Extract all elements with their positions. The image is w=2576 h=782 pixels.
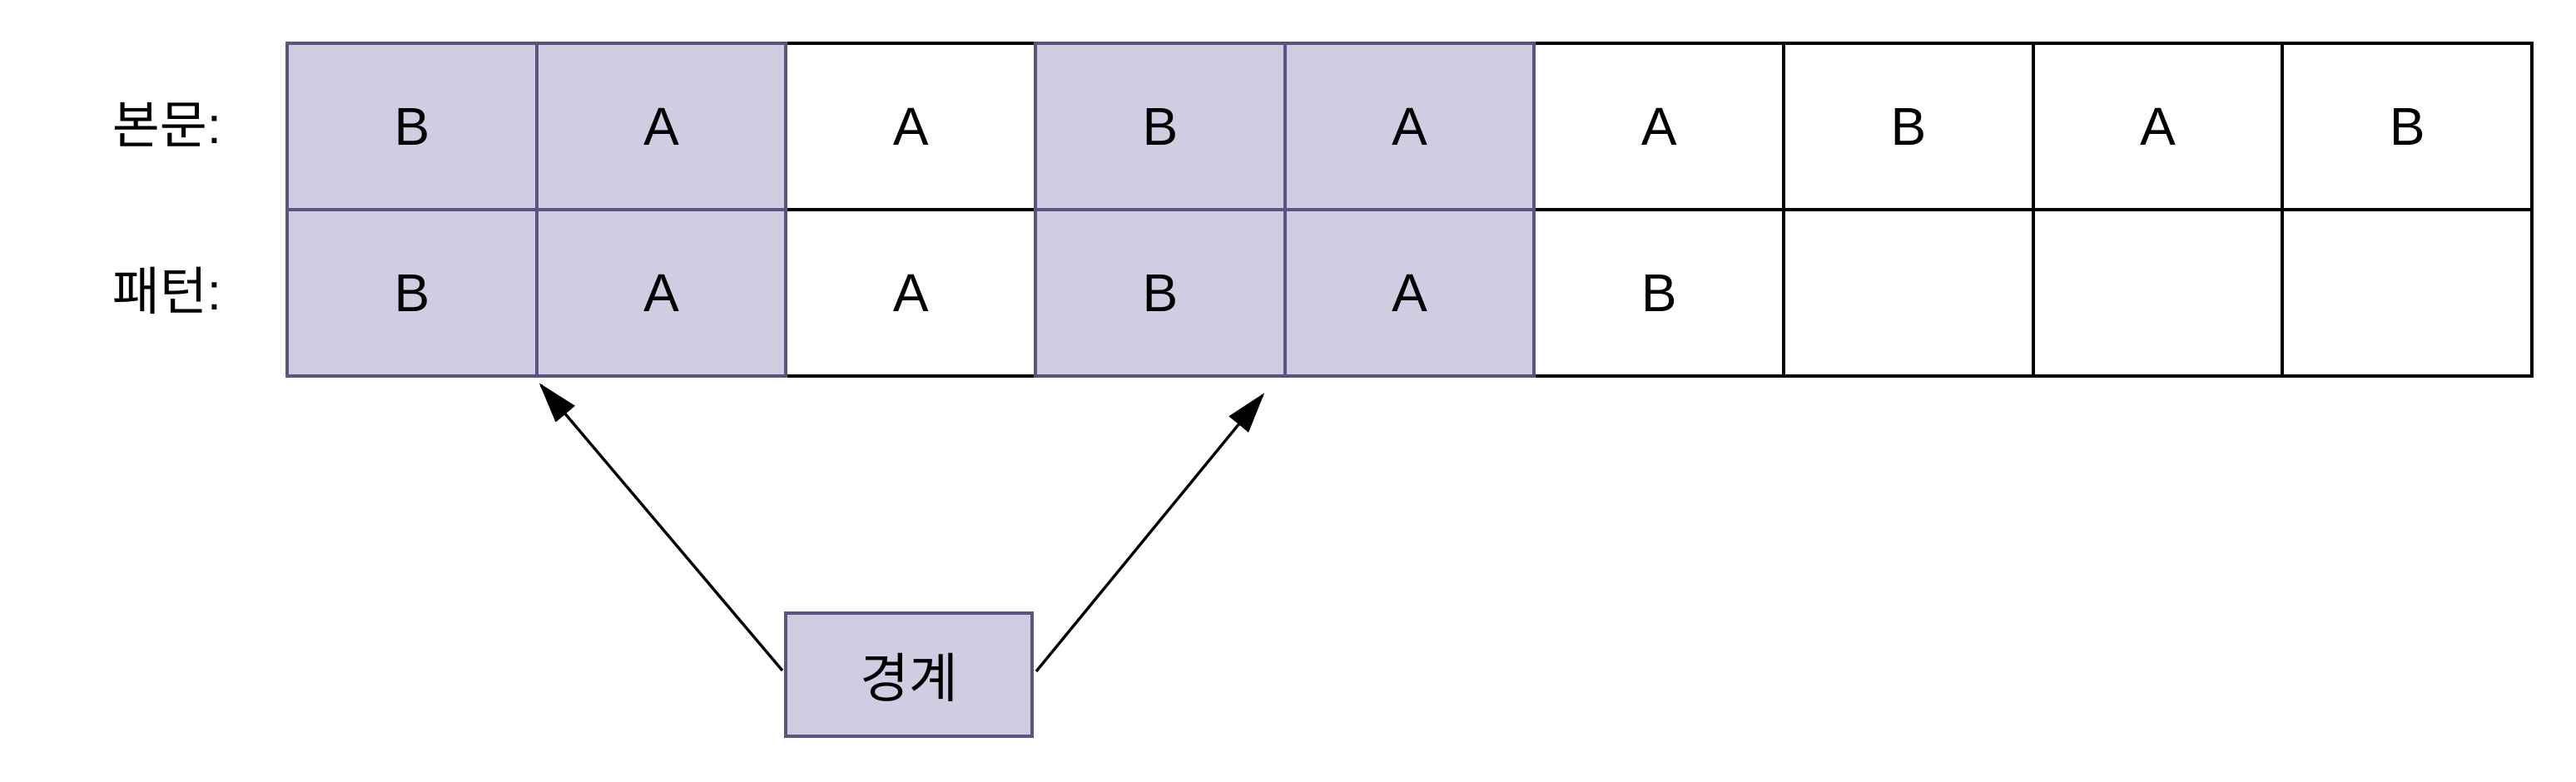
text-cell-8: B [2281,42,2534,211]
text-cell-2: A [784,42,1037,211]
pattern-cell-5: B [1532,208,1785,378]
text-cell-3: B [1034,42,1287,211]
pattern-cell-1: A [534,208,788,378]
text-cell-7: A [2031,42,2285,211]
pattern-cell-4: A [1283,208,1536,378]
boundary-callout-box: 경계 [784,611,1034,738]
text-cell-4: A [1283,42,1536,211]
pattern-cell-6 [1782,208,2035,378]
pattern-cell-3: B [1034,208,1287,378]
text-cell-6: B [1782,42,2035,211]
text-cell-5: A [1532,42,1785,211]
pattern-cell-8 [2281,208,2534,378]
text-row-label: 본문: [112,97,221,155]
pattern-row-label: 패턴: [112,264,221,321]
pattern-cell-7 [2031,208,2285,378]
pattern-cell-2: A [784,208,1037,378]
pattern-cell-0: B [285,208,539,378]
boundary-arrow-right [1035,393,1265,673]
text-cell-1: A [534,42,788,211]
boundary-arrow-left [539,383,784,672]
text-cell-0: B [285,42,539,211]
